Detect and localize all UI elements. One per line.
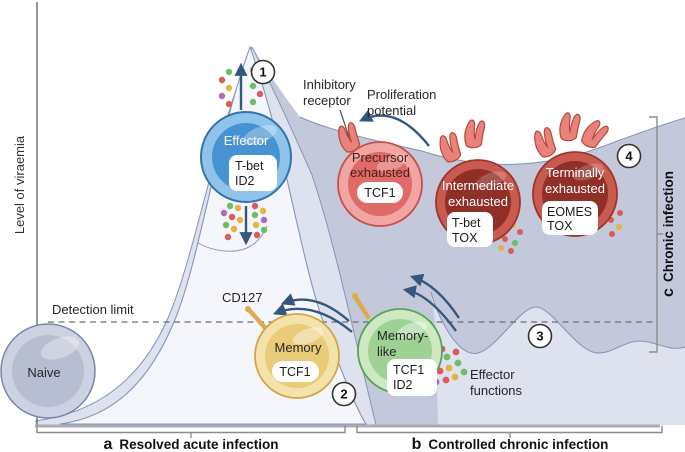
memory-recirculation-arrow-2 <box>272 303 353 333</box>
memory-tf1: TCF1 <box>279 365 310 379</box>
effector-tf-box <box>229 155 277 191</box>
intermediate-label-1: Intermediate <box>442 178 514 193</box>
terminal-label-2: exhausted <box>545 181 605 196</box>
effector-functions-line2: functions <box>470 383 523 398</box>
effector-molecules-below-effector <box>220 202 268 241</box>
step-badge-3: 3 <box>527 323 553 349</box>
svg-text:3: 3 <box>536 329 543 344</box>
annotation-inhibitory-receptor: Inhibitory receptor <box>303 77 356 138</box>
terminal-tf2: TOX <box>547 219 573 233</box>
detection-limit-label: Detection limit <box>52 302 134 317</box>
effector-functions-line1: Effector <box>470 367 515 382</box>
chronic-top-edge <box>299 116 685 165</box>
cd127-label: CD127 <box>222 290 262 305</box>
intermediate-tf2: TOX <box>452 231 478 245</box>
memorylike-label-2: like <box>377 344 397 359</box>
effector-tf1: T-bet <box>235 159 264 173</box>
memory-label: Memory <box>275 340 322 355</box>
svg-text:1: 1 <box>259 65 266 80</box>
precursor-tf-pill <box>357 182 403 203</box>
memorylike-cd127-tip <box>352 293 358 299</box>
step-badge-1: 1 <box>250 59 276 85</box>
proliferation-arrow <box>359 109 430 147</box>
precursor-label-1: Precursor <box>352 150 409 165</box>
naive-cell: Naive <box>0 323 96 419</box>
precursor-label-2: exhausted <box>350 165 410 180</box>
inhibitory-receptor-line1: Inhibitory <box>303 77 356 92</box>
proliferation-potential-line1: Proliferation <box>367 87 436 102</box>
memory-like-cell: Memory- like TCF1 ID2 <box>352 293 443 396</box>
precursor-tf1: TCF1 <box>364 186 395 200</box>
step-badge-4: 4 <box>616 143 642 169</box>
memorylike-tf-box <box>387 359 437 396</box>
terminal-tf-box <box>542 201 598 235</box>
memory-cell: Memory TCF1 <box>245 306 340 399</box>
proliferation-potential-line2: potential <box>367 103 416 118</box>
y-axis-label: Level of viraemia <box>12 135 27 234</box>
differentiation-arrows <box>234 62 460 333</box>
memorylike-cd127-receptor <box>353 295 371 320</box>
inhibitory-receptor-line2: receptor <box>303 93 351 108</box>
naive-label: Naive <box>27 365 60 380</box>
effector-tf2: ID2 <box>235 174 255 188</box>
svg-text:2: 2 <box>340 387 347 402</box>
bracket-chronic-infection <box>649 116 663 353</box>
terminal-tf1: EOMES <box>547 205 592 219</box>
annotation-effector-functions: Effector functions <box>470 367 523 398</box>
precursor-exhausted-cell: Precursor exhausted TCF1 <box>332 119 423 227</box>
viraemia-areas <box>34 45 685 426</box>
intermediate-tf-box <box>447 212 493 247</box>
memory-recirculation-arrow-1 <box>280 293 350 322</box>
inhibitory-receptor-leader-line <box>339 109 350 138</box>
terminally-exhausted-cell: Terminally exhausted EOMES TOX <box>528 111 618 237</box>
intermediate-label-2: exhausted <box>448 194 508 209</box>
memorylike-tf2: ID2 <box>393 378 413 392</box>
memorylike-label-1: Memory- <box>377 328 428 343</box>
controlled-blip-curve <box>430 291 685 354</box>
inner-valley-contour <box>197 225 268 252</box>
bracket-resolved-acute <box>36 425 346 438</box>
memory-tf-pill <box>272 361 319 382</box>
memorylike-recirculation-arrow-1 <box>402 285 457 332</box>
step-badge-2: 2 <box>331 381 357 407</box>
memorylike-tf1: TCF1 <box>393 363 424 377</box>
memorylike-recirculation-arrow-2 <box>409 273 460 319</box>
bracket-controlled-chronic <box>356 425 663 438</box>
caption-c: cChronic infection <box>660 171 677 297</box>
step-badges: 1 2 3 4 <box>250 59 642 407</box>
intermediate-tf1: T-bet <box>452 216 481 230</box>
terminal-label-1: Terminally <box>546 165 605 180</box>
cd127-receptor-tip <box>245 306 251 312</box>
annotation-proliferation-potential: Proliferation potential <box>367 87 436 118</box>
effector-cell: Effector T-bet ID2 <box>200 111 292 203</box>
effector-label: Effector <box>224 133 269 148</box>
intermediate-exhausted-cell: Intermediate exhausted T-bet TOX <box>434 118 521 247</box>
svg-text:4: 4 <box>625 149 633 164</box>
